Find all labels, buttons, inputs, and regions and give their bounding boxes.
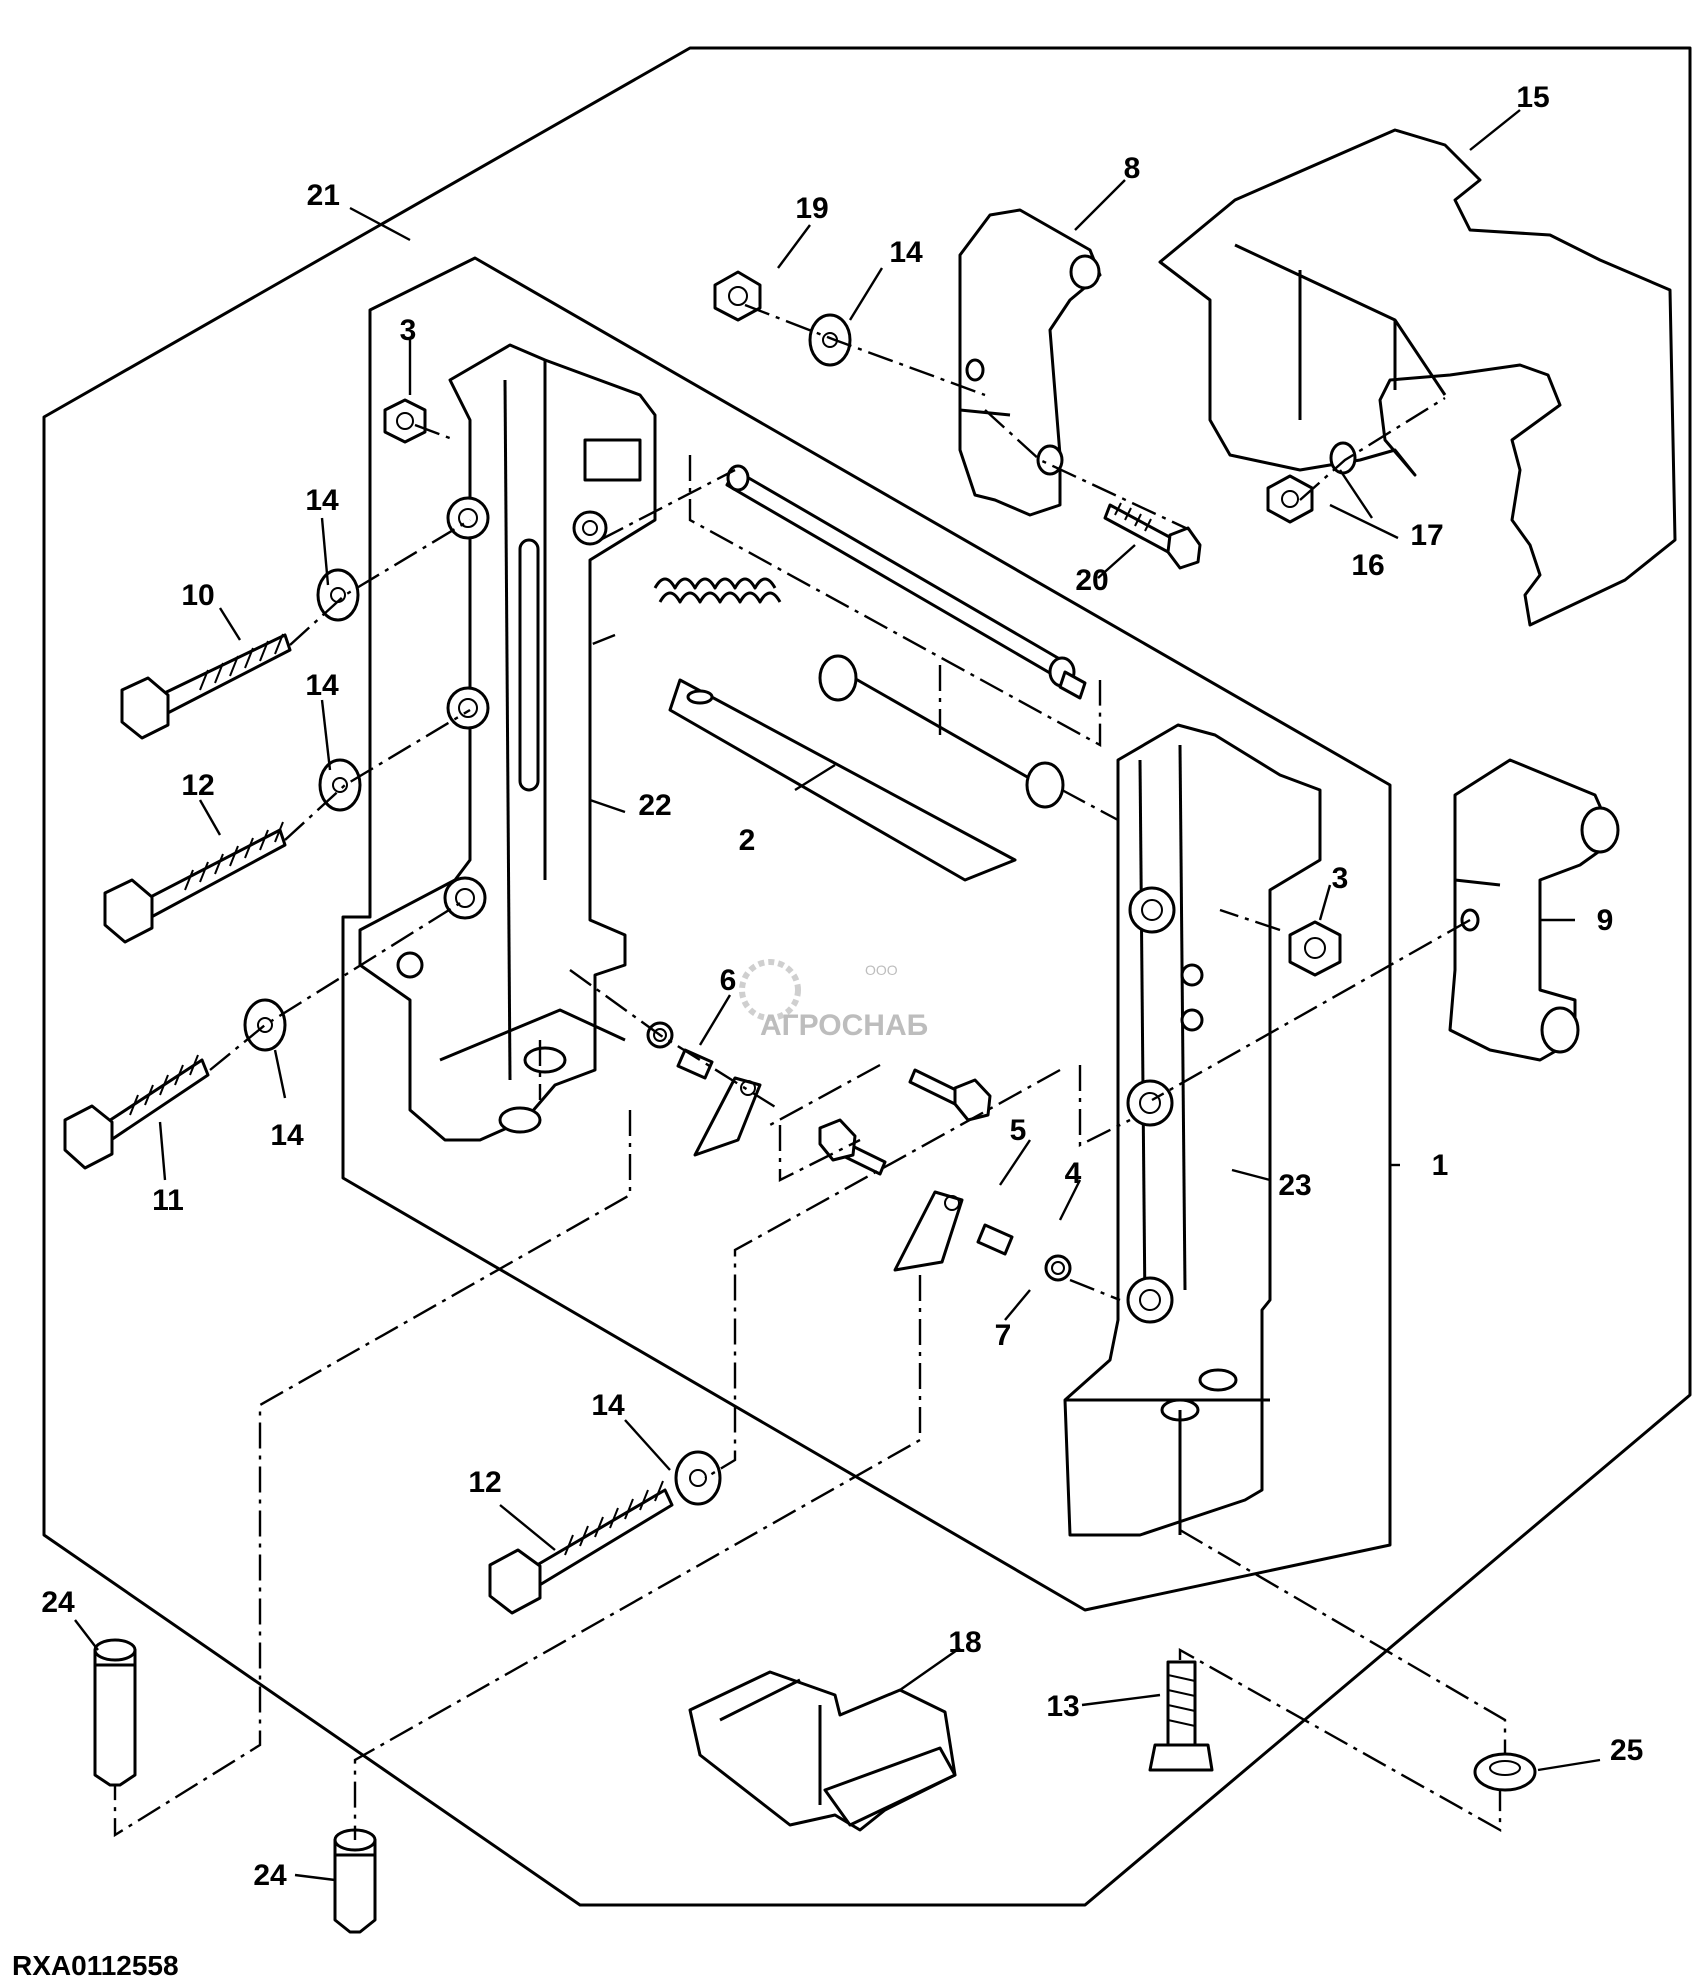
bolt-11	[63, 1054, 210, 1170]
assembly-line	[1219, 908, 1281, 932]
callout-14-upper-left: 14	[305, 484, 339, 517]
washer-25	[1473, 1752, 1537, 1792]
pin-4	[976, 1223, 1014, 1256]
assembly-line	[588, 560, 616, 647]
callout-1: 1	[1432, 1149, 1449, 1182]
callout-12-bottom: 12	[468, 1466, 501, 1499]
assembly-line	[569, 969, 781, 1112]
callout-25: 25	[1610, 1734, 1643, 1767]
assembly-line	[1078, 1065, 1131, 1147]
pin-24-upper	[93, 1638, 137, 1787]
callout-15: 15	[1516, 81, 1549, 114]
shield-15	[1158, 128, 1677, 627]
pin-24-lower	[333, 1828, 377, 1934]
watermark-brand: АГРОСНАБ	[760, 1009, 928, 1042]
assembly-line	[769, 1063, 881, 1127]
bolt-10	[120, 633, 292, 740]
assembly-line	[289, 518, 471, 646]
assembly-line	[1069, 1278, 1121, 1302]
watermark: ООО АГРОСНАБ	[739, 959, 928, 1042]
bolt-12-left	[103, 821, 287, 944]
assembly-line	[688, 455, 1102, 748]
assembly-line	[209, 898, 466, 1071]
callout-16: 16	[1351, 549, 1384, 582]
callout-14-lower-left: 14	[270, 1119, 304, 1152]
callout-5: 5	[1010, 1114, 1027, 1147]
assembly-boundary-1	[341, 256, 1392, 1612]
callout-4: 4	[1065, 1157, 1082, 1190]
assembly-line	[599, 468, 736, 542]
callout-10: 10	[181, 579, 214, 612]
assembly-line	[284, 708, 471, 841]
callout-2: 2	[739, 824, 756, 857]
left-side-frame-22	[358, 343, 657, 1142]
callout-24-lower: 24	[253, 1859, 287, 1892]
nut-3-right	[1288, 920, 1342, 977]
latch-rod-and-plate-2	[653, 464, 1087, 882]
assembly-line	[414, 423, 456, 442]
callout-3-upper: 3	[400, 314, 417, 347]
bolt-center-upper	[908, 1068, 992, 1122]
assembly-line	[1151, 918, 1471, 1102]
callout-22: 22	[638, 789, 671, 822]
washer-14-top	[808, 313, 852, 367]
bolt-center-lower	[818, 1118, 887, 1176]
leader-lines	[74, 109, 1601, 1882]
assembly-line	[1179, 1528, 1507, 1755]
callout-13: 13	[1046, 1690, 1079, 1723]
nut-16	[1266, 474, 1314, 524]
assembly-line	[1061, 788, 1119, 822]
callout-18: 18	[948, 1626, 981, 1659]
assembly-boundary-21	[42, 46, 1692, 1907]
assembly-line	[744, 303, 986, 397]
spring-7	[1044, 1254, 1072, 1282]
latch-left	[693, 1076, 762, 1157]
watermark-company-type: ООО	[865, 962, 898, 978]
callout-21: 21	[307, 179, 340, 212]
latch-5	[893, 1190, 964, 1272]
callout-23: 23	[1278, 1169, 1311, 1202]
bracket-9	[1448, 758, 1620, 1062]
callout-14-top: 14	[889, 236, 923, 269]
washer-14-lower-left	[243, 998, 287, 1052]
callout-14-middle-left: 14	[305, 669, 339, 702]
skid-plate-18	[688, 1670, 957, 1832]
callout-20: 20	[1075, 564, 1108, 597]
washer-14-bottom	[674, 1450, 722, 1506]
assembly-line	[353, 1275, 922, 1840]
right-side-frame-23	[1063, 723, 1322, 1537]
callout-17: 17	[1410, 519, 1443, 552]
assembly-line	[778, 1125, 861, 1182]
callout-14-bottom: 14	[591, 1389, 625, 1422]
figure-id: RXA0112558	[12, 1950, 179, 1981]
callout-8: 8	[1124, 152, 1141, 185]
bracket-8	[958, 208, 1102, 517]
assembly-line	[1299, 396, 1446, 501]
callout-9: 9	[1597, 904, 1614, 937]
callout-7: 7	[995, 1319, 1012, 1352]
nut-3-upper	[383, 398, 427, 444]
callout-19: 19	[795, 192, 828, 225]
callout-12-left: 12	[181, 769, 214, 802]
assembly-line	[984, 409, 1191, 532]
callout-6: 6	[720, 964, 737, 997]
nut-19	[713, 270, 762, 322]
bolt-20	[1103, 502, 1202, 570]
assembly-line	[1178, 1647, 1502, 1833]
assembly-line	[704, 1068, 1061, 1480]
callout-24-upper: 24	[41, 1586, 75, 1619]
callout-labels: 21 3 14 10 14 12 14 11 22 2 6 19 14 8 15…	[41, 81, 1643, 1892]
bolt-12-bottom	[488, 1480, 674, 1615]
assembly-line	[113, 1110, 632, 1838]
pin-6	[676, 1048, 714, 1080]
callout-11: 11	[152, 1184, 184, 1217]
callout-3-right: 3	[1332, 862, 1349, 895]
bolt-13	[1148, 1660, 1214, 1772]
